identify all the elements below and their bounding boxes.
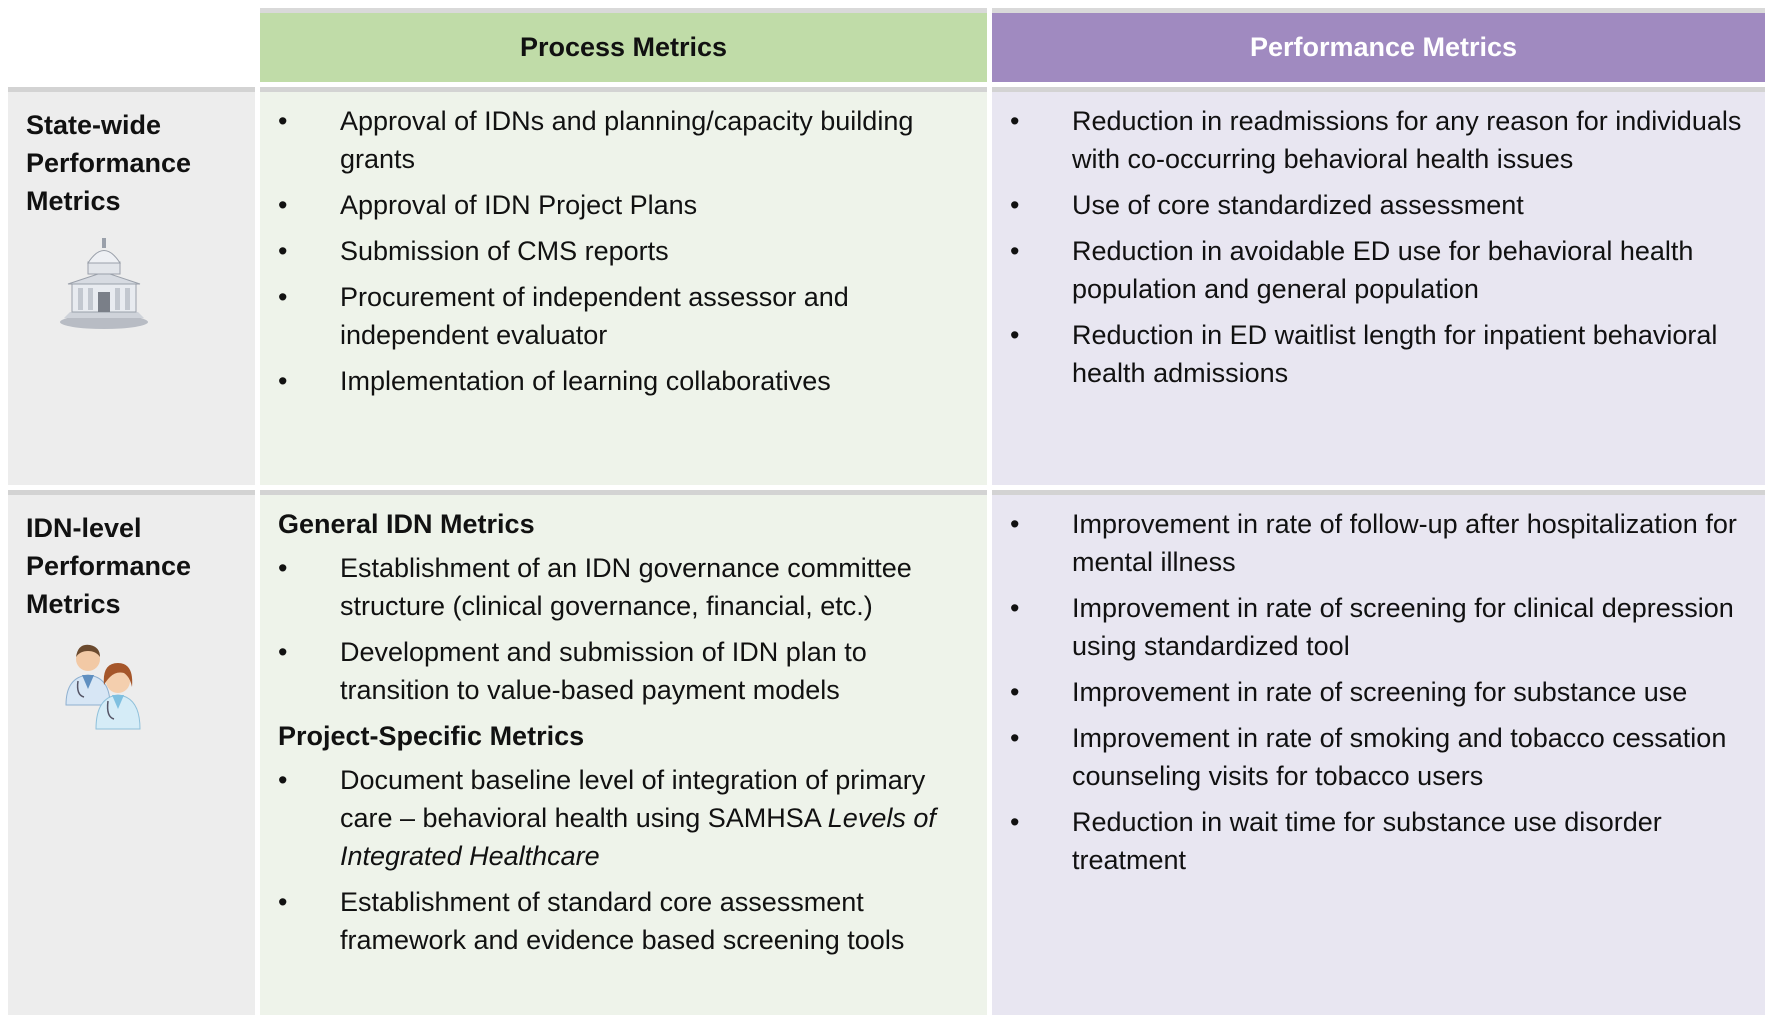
idn-row-label-cell: IDN-level Performance Metrics (8, 490, 255, 1015)
list-item: Improvement in rate of screening for cli… (1010, 589, 1761, 665)
capitol-building-icon (54, 232, 154, 337)
idn-row-label: IDN-level Performance Metrics (26, 513, 192, 619)
statewide-row-label: State-wide Performance Metrics (26, 110, 192, 216)
statewide-row-label-cell: State-wide Performance Metrics (8, 87, 255, 485)
list-item: Establishment of an IDN governance commi… (278, 549, 973, 625)
list-item: Reduction in readmissions for any reason… (1010, 102, 1761, 178)
list-item: Approval of IDNs and planning/capacity b… (278, 102, 973, 178)
list-item: Use of core standardized assessment (1010, 186, 1761, 224)
general-idn-metrics-heading: General IDN Metrics (278, 509, 535, 539)
list-item: Reduction in ED waitlist length for inpa… (1010, 316, 1761, 392)
statewide-performance-cell: Reduction in readmissions for any reason… (992, 87, 1765, 485)
list-item-text: Document baseline level of integration o… (340, 765, 926, 833)
list-item: Submission of CMS reports (278, 232, 973, 270)
performance-metrics-header: Performance Metrics (992, 8, 1765, 82)
idn-process-cell: General IDN Metrics Establishment of an … (260, 490, 987, 1015)
table-corner (8, 8, 255, 82)
list-item: Approval of IDN Project Plans (278, 186, 973, 224)
statewide-process-cell: Approval of IDNs and planning/capacity b… (260, 87, 987, 485)
list-item: Procurement of independent assessor and … (278, 278, 973, 354)
list-item: Establishment of standard core assessmen… (278, 883, 973, 959)
list-item: Improvement in rate of screening for sub… (1010, 673, 1761, 711)
idn-performance-cell: Improvement in rate of follow-up after h… (992, 490, 1765, 1015)
list-item: Improvement in rate of smoking and tobac… (1010, 719, 1761, 795)
list-item-italic-text: Levels of Integrated Healthcare (340, 803, 936, 871)
project-specific-metrics-heading: Project-Specific Metrics (278, 721, 585, 751)
doctors-icon (54, 635, 154, 740)
process-metrics-header: Process Metrics (260, 8, 987, 82)
list-item: Development and submission of IDN plan t… (278, 633, 973, 709)
list-item: Improvement in rate of follow-up after h… (1010, 505, 1761, 581)
list-item: Document baseline level of integration o… (278, 761, 973, 875)
metrics-table: Process Metrics Performance Metrics Stat… (8, 8, 1765, 1015)
list-item: Implementation of learning collaborative… (278, 362, 973, 400)
list-item: Reduction in avoidable ED use for behavi… (1010, 232, 1761, 308)
list-item: Reduction in wait time for substance use… (1010, 803, 1761, 879)
